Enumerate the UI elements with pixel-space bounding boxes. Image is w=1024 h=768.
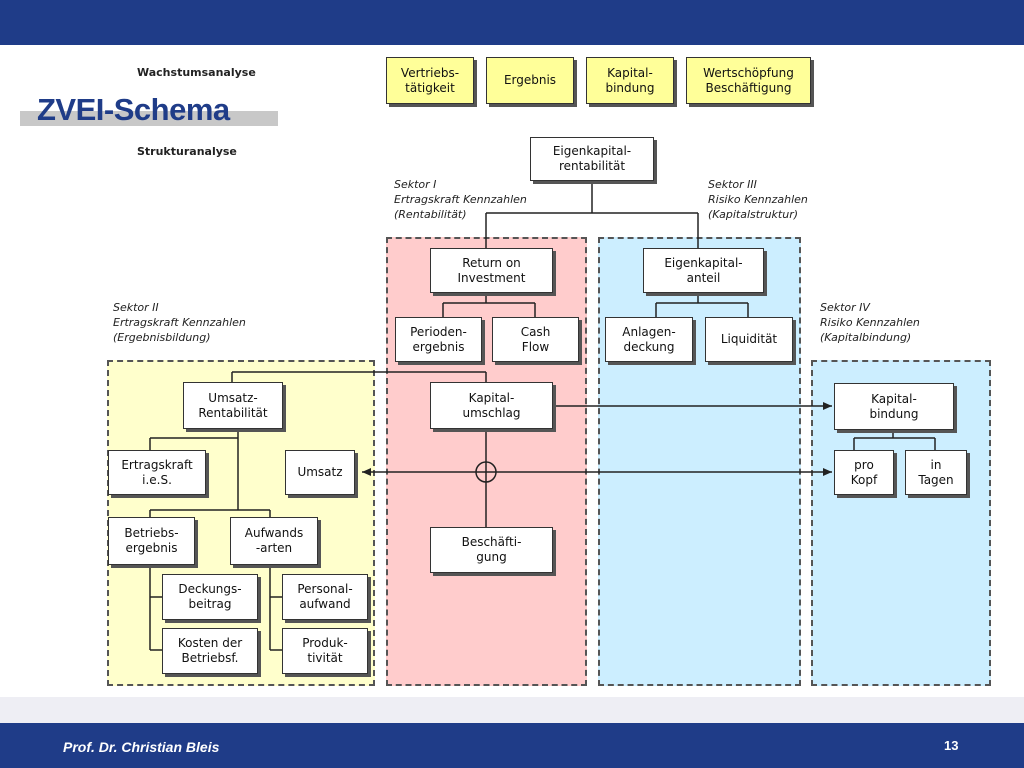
- node-productivity: Produk- tivität: [282, 628, 368, 674]
- node-period-result: Perioden- ergebnis: [395, 317, 482, 362]
- author-name: Prof. Dr. Christian Bleis: [63, 739, 220, 755]
- sector-2-name: Sektor II: [113, 301, 159, 314]
- growth-box-sales-activity: Vertriebs- tätigkeit: [386, 57, 474, 104]
- node-asset-coverage: Anlagen- deckung: [605, 317, 693, 362]
- node-contribution-margin: Deckungs- beitrag: [162, 574, 258, 620]
- growth-box-value-creation: Wertschöpfung Beschäftigung: [686, 57, 811, 104]
- sector-1-focus: (Rentabilität): [394, 208, 467, 221]
- node-return-on-investment: Return on Investment: [430, 248, 553, 293]
- sector-4-name: Sektor IV: [820, 301, 870, 314]
- node-equity-ratio: Eigenkapital- anteil: [643, 248, 764, 293]
- header-bar: [0, 0, 1024, 45]
- sector-1-type: Ertragskraft Kennzahlen: [394, 193, 527, 206]
- node-expense-types: Aufwands -arten: [230, 517, 318, 565]
- node-in-days: in Tagen: [905, 450, 967, 495]
- node-revenue: Umsatz: [285, 450, 355, 495]
- node-employment: Beschäfti- gung: [430, 527, 553, 573]
- growth-box-capital-binding: Kapital- bindung: [586, 57, 674, 104]
- title-underline: [20, 111, 278, 126]
- sector-4-focus: (Kapitalbindung): [820, 331, 912, 344]
- node-equity-return: Eigenkapital- rentabilität: [530, 137, 654, 181]
- slide-title: ZVEI-Schema: [37, 92, 230, 127]
- heading-structure-analysis: Strukturanalyse: [137, 145, 237, 158]
- node-capital-binding: Kapital- bindung: [834, 383, 954, 430]
- growth-box-result: Ergebnis: [486, 57, 574, 104]
- node-sales-profitability: Umsatz- Rentabilität: [183, 382, 283, 429]
- heading-growth-analysis: Wachstumsanalyse: [137, 66, 256, 79]
- sector-2-type: Ertragskraft Kennzahlen: [113, 316, 246, 329]
- sector-3-type: Risiko Kennzahlen: [708, 193, 808, 206]
- sector-2-focus: (Ergebnisbildung): [113, 331, 211, 344]
- page-number: 13: [944, 738, 959, 753]
- sector-4-type: Risiko Kennzahlen: [820, 316, 920, 329]
- sector-4-label: Sektor IV Risiko Kennzahlen (Kapitalbind…: [820, 300, 920, 345]
- sector-2-label: Sektor II Ertragskraft Kennzahlen (Ergeb…: [113, 300, 246, 345]
- sector-3-name: Sektor III: [708, 178, 757, 191]
- sector-1-name: Sektor I: [394, 178, 437, 191]
- sector-1-label: Sektor I Ertragskraft Kennzahlen (Rentab…: [394, 177, 527, 222]
- node-operating-result: Betriebs- ergebnis: [108, 517, 195, 565]
- node-capital-turnover: Kapital- umschlag: [430, 382, 553, 429]
- node-personnel-expense: Personal- aufwand: [282, 574, 368, 620]
- node-per-head: pro Kopf: [834, 450, 894, 495]
- sector-3-focus: (Kapitalstruktur): [708, 208, 799, 221]
- footer-strip: [0, 697, 1024, 723]
- footer-bar: [0, 723, 1024, 768]
- sector-3-label: Sektor III Risiko Kennzahlen (Kapitalstr…: [708, 177, 808, 222]
- node-liquidity: Liquidität: [705, 317, 793, 362]
- node-earning-power: Ertragskraft i.e.S.: [108, 450, 206, 495]
- node-cash-flow: Cash Flow: [492, 317, 579, 362]
- sector-3-area: [598, 237, 801, 686]
- node-operating-costs: Kosten der Betriebsf.: [162, 628, 258, 674]
